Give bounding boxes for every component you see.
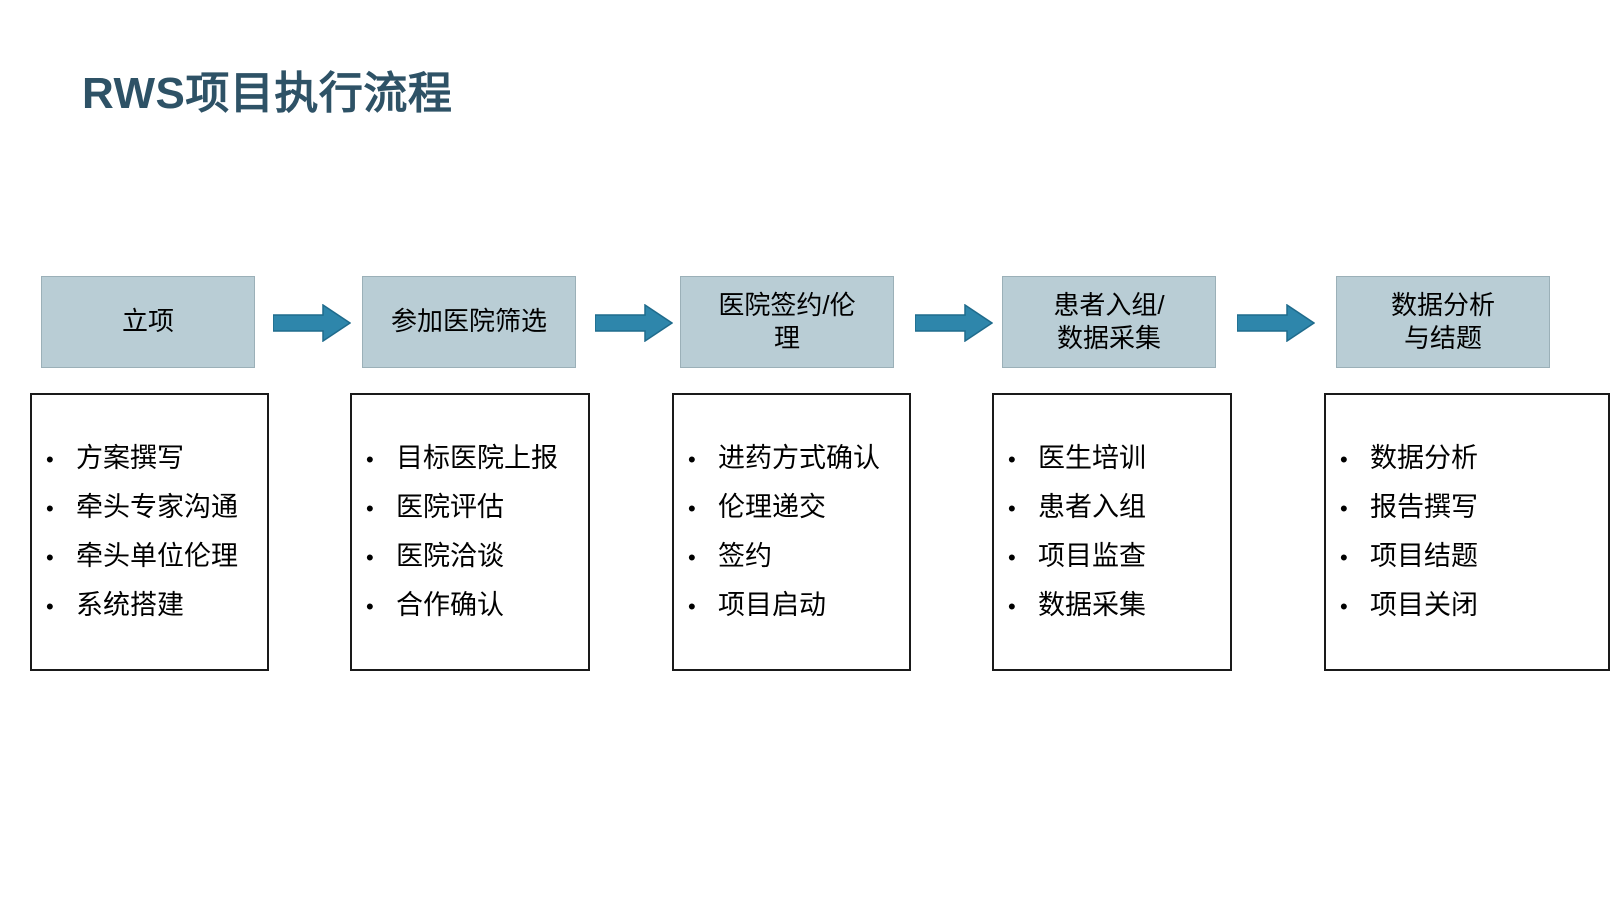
- bullet-icon: •: [1008, 447, 1016, 472]
- stage-chip-5-label: 数据分析 与结题: [1390, 289, 1495, 353]
- list-item[interactable]: • 数据分析: [1326, 434, 1608, 483]
- list-item-label: 目标医院上报: [396, 443, 558, 473]
- detail-box-1: • 方案撰写 • 牵头专家沟通 • 牵头单位伦理 • 系统搭建: [30, 393, 269, 671]
- detail-box-4: • 医生培训 • 患者入组 • 项目监查 • 数据采集: [992, 393, 1232, 671]
- stage-chip-1[interactable]: 立项: [41, 276, 255, 368]
- list-item[interactable]: • 项目启动: [674, 581, 909, 630]
- bullet-icon: •: [46, 594, 54, 619]
- bullet-icon: •: [366, 545, 374, 570]
- bullet-icon: •: [46, 447, 54, 472]
- list-item-label: 系统搭建: [76, 590, 184, 620]
- bullet-icon: •: [1340, 545, 1348, 570]
- list-item[interactable]: • 医院评估: [352, 483, 588, 532]
- bullet-icon: •: [1008, 594, 1016, 619]
- stage-chip-3-label: 医院签约/伦 理: [718, 289, 856, 353]
- right-arrow-icon: [273, 304, 351, 342]
- stage-chip-4-label: 患者入组/ 数据采集: [1053, 289, 1165, 353]
- bullet-icon: •: [366, 447, 374, 472]
- bullet-icon: •: [688, 447, 696, 472]
- list-item[interactable]: • 牵头专家沟通: [32, 483, 267, 532]
- bullet-icon: •: [1340, 447, 1348, 472]
- list-item[interactable]: • 医生培训: [994, 434, 1230, 483]
- stage-chip-1-label: 立项: [121, 306, 174, 337]
- list-item[interactable]: • 医院洽谈: [352, 532, 588, 581]
- list-item-label: 签约: [718, 541, 772, 571]
- list-item-label: 伦理递交: [718, 492, 826, 522]
- detail-box-3: • 进药方式确认 • 伦理递交 • 签约 • 项目启动: [672, 393, 911, 671]
- list-item[interactable]: • 进药方式确认: [674, 434, 909, 483]
- list-item-label: 报告撰写: [1370, 492, 1478, 522]
- list-item[interactable]: • 系统搭建: [32, 581, 267, 630]
- detail-list-5: • 数据分析 • 报告撰写 • 项目结题 • 项目关闭: [1326, 434, 1608, 630]
- list-item[interactable]: • 牵头单位伦理: [32, 532, 267, 581]
- detail-box-2: • 目标医院上报 • 医院评估 • 医院洽谈 • 合作确认: [350, 393, 590, 671]
- list-item-label: 项目关闭: [1370, 590, 1478, 620]
- list-item[interactable]: • 目标医院上报: [352, 434, 588, 483]
- detail-list-3: • 进药方式确认 • 伦理递交 • 签约 • 项目启动: [674, 434, 909, 630]
- list-item[interactable]: • 项目结题: [1326, 532, 1608, 581]
- list-item[interactable]: • 报告撰写: [1326, 483, 1608, 532]
- list-item-label: 医生培训: [1038, 443, 1146, 473]
- list-item-label: 方案撰写: [76, 443, 184, 473]
- page-title: RWS项目执行流程: [82, 69, 453, 118]
- bullet-icon: •: [46, 545, 54, 570]
- stage-chip-2-label: 参加医院筛选: [390, 306, 547, 337]
- detail-box-5: • 数据分析 • 报告撰写 • 项目结题 • 项目关闭: [1324, 393, 1610, 671]
- list-item-label: 数据采集: [1038, 590, 1146, 620]
- list-item-label: 医院洽谈: [396, 541, 504, 571]
- list-item-label: 项目结题: [1370, 541, 1478, 571]
- list-item[interactable]: • 项目监查: [994, 532, 1230, 581]
- list-item-label: 进药方式确认: [718, 443, 880, 473]
- list-item-label: 医院评估: [396, 492, 504, 522]
- list-item-label: 项目启动: [718, 590, 826, 620]
- stage-chip-2[interactable]: 参加医院筛选: [362, 276, 576, 368]
- stage-chip-3[interactable]: 医院签约/伦 理: [680, 276, 894, 368]
- list-item-label: 合作确认: [396, 590, 504, 620]
- list-item[interactable]: • 数据采集: [994, 581, 1230, 630]
- bullet-icon: •: [688, 545, 696, 570]
- bullet-icon: •: [1008, 545, 1016, 570]
- bullet-icon: •: [1340, 594, 1348, 619]
- list-item-label: 牵头专家沟通: [76, 492, 238, 522]
- detail-list-4: • 医生培训 • 患者入组 • 项目监查 • 数据采集: [994, 434, 1230, 630]
- stage-chip-5[interactable]: 数据分析 与结题: [1336, 276, 1550, 368]
- bullet-icon: •: [366, 594, 374, 619]
- list-item-label: 数据分析: [1370, 443, 1478, 473]
- right-arrow-icon: [595, 304, 673, 342]
- list-item[interactable]: • 项目关闭: [1326, 581, 1608, 630]
- bullet-icon: •: [366, 496, 374, 521]
- bullet-icon: •: [1008, 496, 1016, 521]
- process-flow-row: 立项 参加医院筛选 医院签约/伦 理 患者入组/ 数据采集 数据分析 与结题: [0, 276, 1612, 370]
- list-item-label: 牵头单位伦理: [76, 541, 238, 571]
- stage-chip-4[interactable]: 患者入组/ 数据采集: [1002, 276, 1216, 368]
- list-item[interactable]: • 合作确认: [352, 581, 588, 630]
- list-item-label: 项目监查: [1038, 541, 1146, 571]
- right-arrow-icon: [1237, 304, 1315, 342]
- list-item[interactable]: • 签约: [674, 532, 909, 581]
- right-arrow-icon: [915, 304, 993, 342]
- bullet-icon: •: [1340, 496, 1348, 521]
- bullet-icon: •: [688, 594, 696, 619]
- detail-list-2: • 目标医院上报 • 医院评估 • 医院洽谈 • 合作确认: [352, 434, 588, 630]
- list-item[interactable]: • 方案撰写: [32, 434, 267, 483]
- list-item[interactable]: • 患者入组: [994, 483, 1230, 532]
- list-item[interactable]: • 伦理递交: [674, 483, 909, 532]
- detail-list-1: • 方案撰写 • 牵头专家沟通 • 牵头单位伦理 • 系统搭建: [32, 434, 267, 630]
- bullet-icon: •: [46, 496, 54, 521]
- list-item-label: 患者入组: [1038, 492, 1146, 522]
- bullet-icon: •: [688, 496, 696, 521]
